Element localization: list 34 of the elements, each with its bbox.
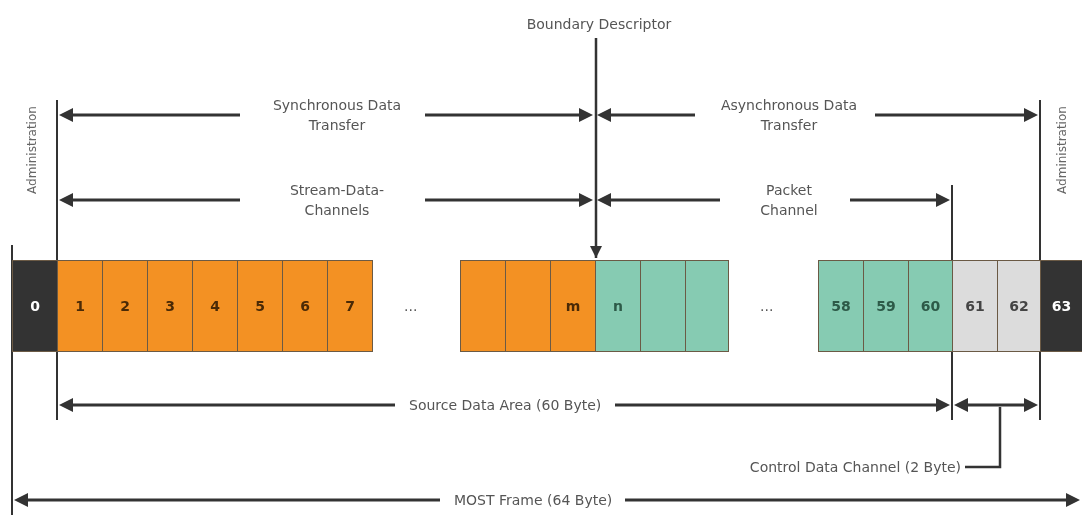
byte-cell: 59 (863, 260, 909, 352)
empty-byte-cell (460, 260, 506, 352)
leader-line (965, 407, 1002, 469)
empty-byte-cell (640, 260, 686, 352)
arrow (589, 38, 603, 258)
byte-cell: 7 (327, 260, 373, 352)
ellipsis: ... (759, 297, 775, 316)
byte-cell: 58 (818, 260, 864, 352)
span-label: MOST Frame (64 Byte) (453, 491, 614, 510)
span-label: Source Data Area (60 Byte) (408, 396, 603, 415)
byte-cell: 63 (1040, 260, 1082, 352)
byte-cell: 62 (997, 260, 1041, 352)
byte-cell: 4 (192, 260, 238, 352)
byte-cell: 5 (237, 260, 283, 352)
span-label: Synchronous Data Transfer (271, 96, 403, 135)
byte-cell: 6 (282, 260, 328, 352)
byte-cell: 1 (57, 260, 103, 352)
byte-cell: 61 (952, 260, 998, 352)
empty-byte-cell (505, 260, 551, 352)
span-label: Stream-Data-Channels (288, 181, 386, 220)
span-label: Packet Channel (759, 181, 819, 220)
span-label: Asynchronous Data Transfer (719, 96, 859, 135)
side-label: Administration (24, 106, 39, 194)
side-label: Administration (1054, 106, 1069, 194)
byte-cell: n (595, 260, 641, 352)
byte-cell: 60 (908, 260, 953, 352)
byte-cell: 2 (102, 260, 148, 352)
annotation-text: Boundary Descriptor (510, 14, 688, 34)
byte-cell: 0 (12, 260, 58, 352)
ellipsis: ... (403, 297, 419, 316)
empty-byte-cell (685, 260, 729, 352)
annotation-text: Control Data Channel (2 Byte) (725, 457, 965, 477)
byte-cell: 3 (147, 260, 193, 352)
byte-cell: m (550, 260, 596, 352)
